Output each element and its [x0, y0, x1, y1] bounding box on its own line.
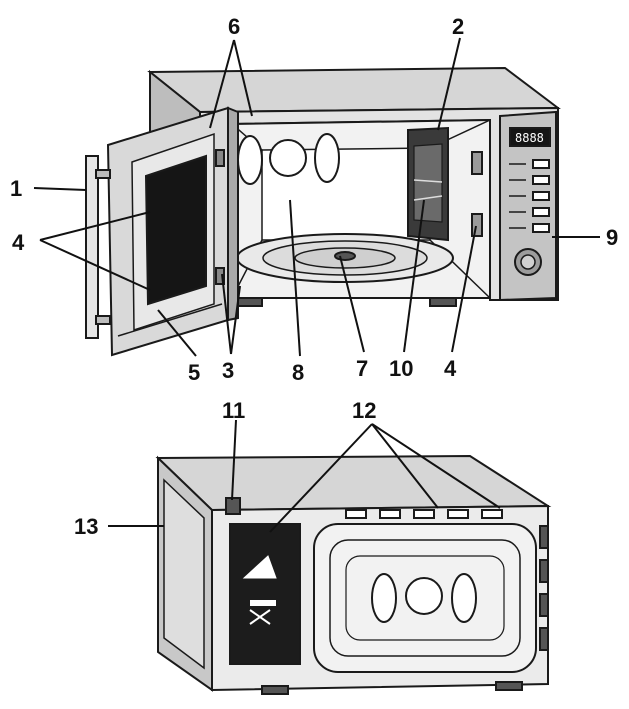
callout-11: 11: [222, 398, 245, 423]
display-window: [509, 127, 551, 147]
interlock-hole-lower: [471, 213, 483, 237]
panel-button-5[interactable]: [532, 223, 550, 233]
cavity-vent-center: [269, 139, 307, 177]
rear-foot-right: [495, 681, 523, 691]
rear-vent-right: [451, 573, 477, 623]
panel-button-4[interactable]: [532, 207, 550, 217]
rear-view: [155, 454, 552, 695]
door-window: [144, 154, 207, 306]
callout-5: 5: [188, 360, 200, 385]
rear-vent-slot-1: [345, 509, 367, 519]
callout-2: 2: [452, 14, 464, 39]
rear-vent-block: [229, 523, 301, 665]
front-view: 8888: [85, 66, 561, 357]
callout-9: 9: [606, 225, 618, 250]
callout-labels: 1 2 3 4 4 5 6 7 8 9 10 11 12 13: [10, 14, 618, 539]
callout-12: 12: [352, 398, 376, 423]
door-seal: [117, 303, 223, 337]
door-hook-upper: [215, 149, 225, 167]
callout-10: 10: [389, 356, 413, 381]
rear-vent-slot-2: [379, 509, 401, 519]
foot-right: [429, 297, 457, 307]
door-hook-lower: [215, 267, 225, 285]
rear-vent-center: [405, 577, 443, 615]
callout-4-right: 4: [444, 356, 457, 381]
door-edge: [227, 106, 239, 322]
top-leader-lines: [33, 37, 600, 357]
callout-3: 3: [222, 358, 234, 383]
rear-vent-slot-5: [481, 509, 503, 519]
rear-vent-slot-4: [447, 509, 469, 519]
rear-vent-left: [371, 573, 397, 623]
door-handle-icon[interactable]: [85, 155, 111, 339]
callout-8: 8: [292, 360, 304, 385]
cabinet-top: [147, 66, 561, 114]
callout-7: 7: [356, 356, 368, 381]
rear-foot-left: [261, 685, 289, 695]
cavity-vent-right: [314, 133, 340, 183]
panel-button-2[interactable]: [532, 175, 550, 185]
interlock-hole-upper: [471, 151, 483, 175]
callout-4-left: 4: [12, 230, 25, 255]
bottom-leader-lines: [108, 419, 501, 533]
panel-button-1[interactable]: [532, 159, 550, 169]
svg-text:8888: 8888: [515, 131, 544, 145]
turntable-hub: [334, 251, 356, 261]
callout-1: 1: [10, 176, 22, 201]
panel-button-3[interactable]: [532, 191, 550, 201]
callout-6: 6: [228, 14, 240, 39]
rear-vent-slot-3: [413, 509, 435, 519]
cavity-vent-left: [237, 135, 263, 185]
foot-left: [235, 297, 263, 307]
power-cable-outlet: [225, 497, 241, 515]
callout-13: 13: [74, 514, 98, 539]
